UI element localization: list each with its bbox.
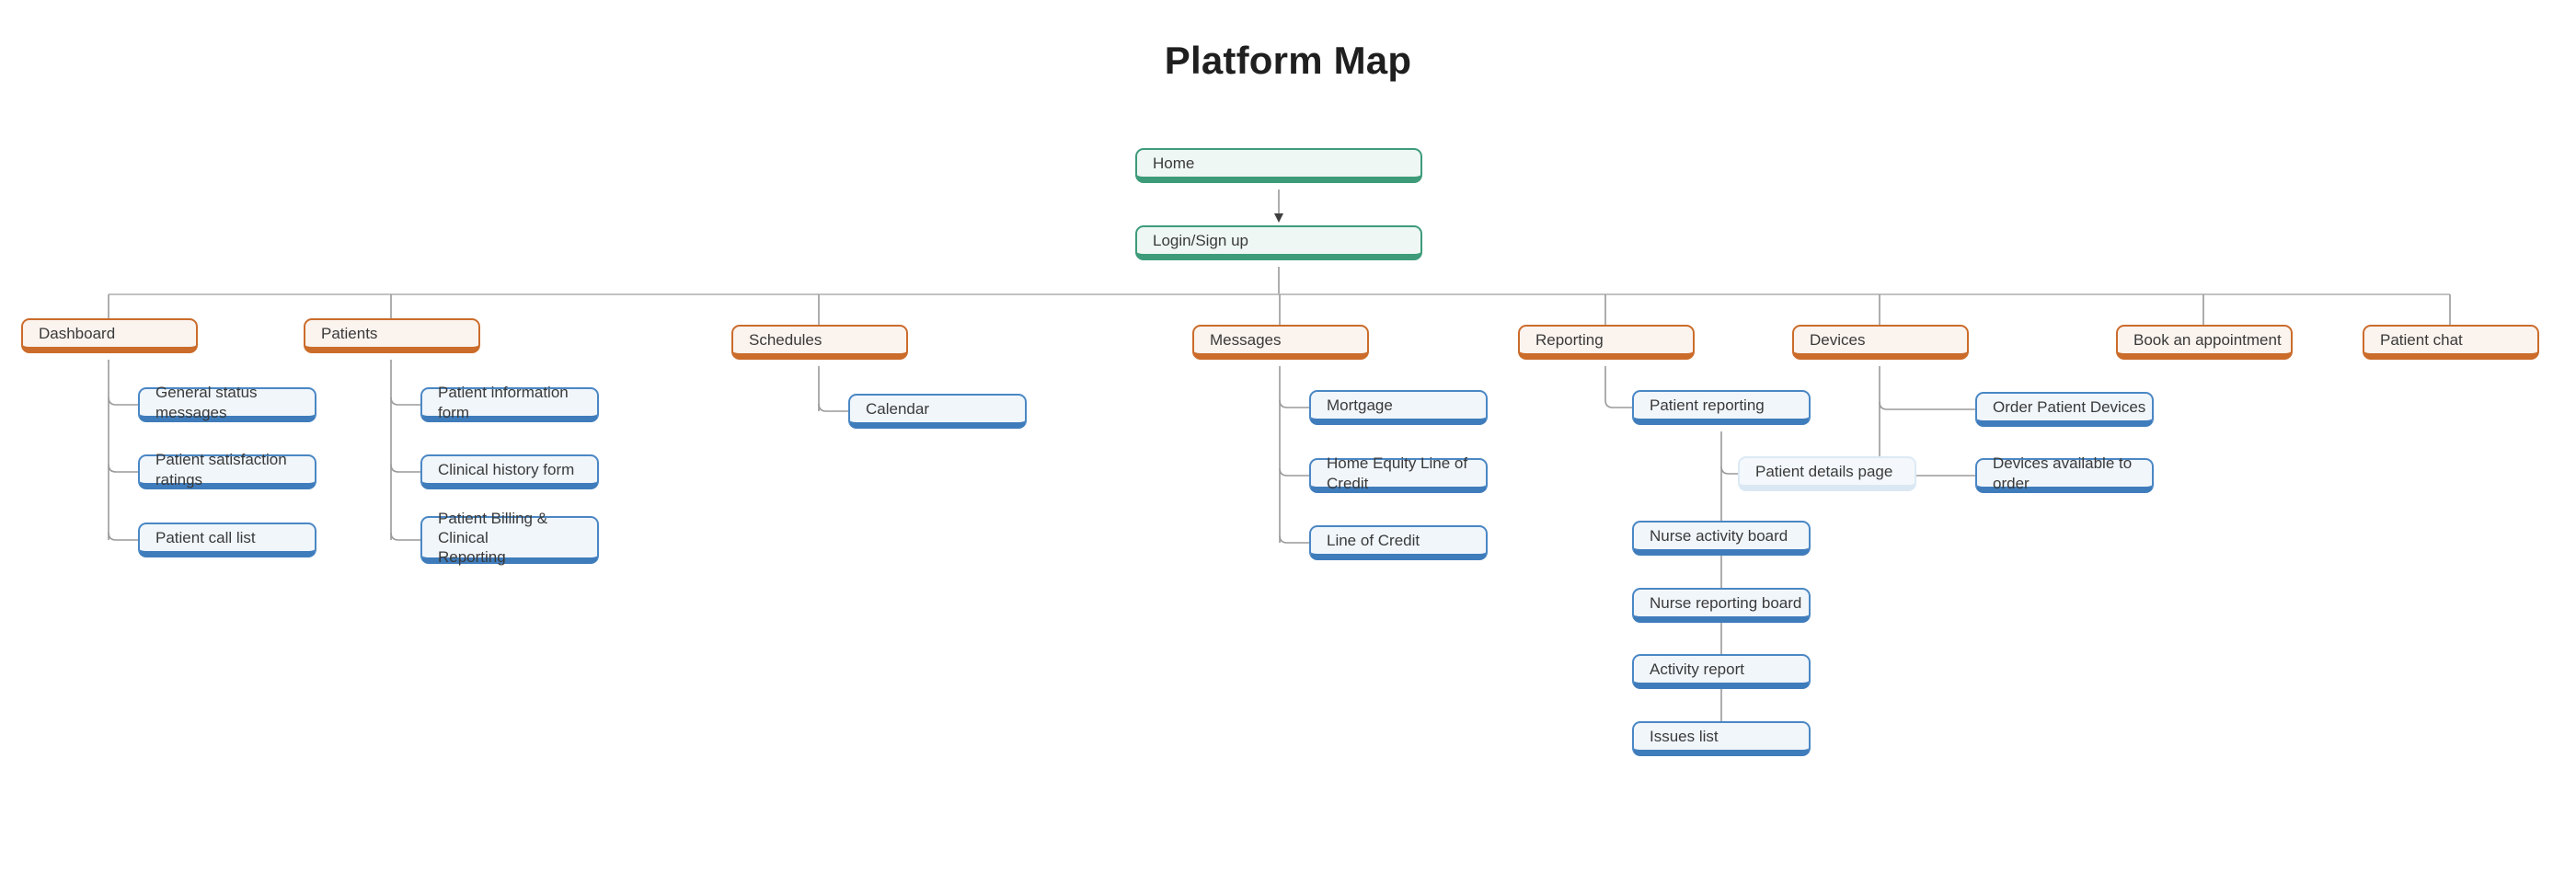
node-label: Devices available to order [1993, 454, 2133, 492]
node-label: Messages [1210, 330, 1282, 349]
page-title: Platform Map [1164, 39, 1412, 82]
node-label: Nurse activity board [1650, 526, 1788, 545]
root-node-home[interactable]: Home [1135, 148, 1422, 183]
node-label: Patient satisfaction ratings [155, 451, 287, 488]
leaf-node-patient-reporting[interactable]: Patient reporting [1632, 390, 1811, 425]
root-node-login[interactable]: Login/Sign up [1135, 225, 1422, 260]
node-label: Dashboard [39, 324, 116, 342]
leaf-node-general-status-messages[interactable]: General status messages [138, 384, 316, 422]
section-node-messages[interactable]: Messages [1192, 325, 1369, 360]
node-label: Patient chat [2380, 330, 2463, 349]
node-label: Activity report [1650, 660, 1744, 678]
node-label: Patients [321, 324, 378, 342]
node-label: Patient call list [155, 528, 256, 546]
node-label: Devices [1810, 330, 1866, 349]
section-node-book-an-appointment[interactable]: Book an appointment [2116, 325, 2293, 360]
leaf-node-clinical-history-form[interactable]: Clinical history form [420, 454, 599, 489]
section-node-patient-chat[interactable]: Patient chat [2363, 325, 2539, 360]
node-label: Line of Credit [1327, 531, 1420, 549]
node-label: Home [1153, 154, 1195, 172]
node-label: General status messages [155, 384, 258, 421]
node-label: Login/Sign up [1153, 231, 1248, 249]
leaf-node-order-patient-devices[interactable]: Order Patient Devices [1975, 392, 2154, 427]
leaf-node-patient-information-form[interactable]: Patient information form [420, 384, 599, 422]
leaf-node-patient-satisfaction-ratings[interactable]: Patient satisfaction ratings [138, 451, 316, 489]
node-label: Clinical history form [438, 460, 575, 478]
node-label: Reporting [1535, 330, 1604, 349]
section-node-dashboard[interactable]: Dashboard [21, 318, 198, 353]
leaf-node-nurse-reporting-board[interactable]: Nurse reporting board [1632, 588, 1811, 623]
section-node-schedules[interactable]: Schedules [731, 325, 908, 360]
leaf-node-line-of-credit[interactable]: Line of Credit [1309, 525, 1488, 560]
section-node-devices[interactable]: Devices [1792, 325, 1969, 360]
section-node-reporting[interactable]: Reporting [1518, 325, 1695, 360]
node-label: Patient information form [438, 384, 569, 421]
node-label: Patient Billing & Clinical Reporting [438, 509, 548, 567]
node-label: Calendar [866, 399, 929, 418]
node-label: Home Equity Line of Credit [1327, 454, 1468, 492]
leaf-node-patient-billing-clinical-reporting[interactable]: Patient Billing & Clinical Reporting [420, 510, 599, 566]
node-label: Book an appointment [2133, 330, 2282, 349]
leaf-node-issues-list[interactable]: Issues list [1632, 721, 1811, 756]
leaf-node-home-equity-line-of-credit[interactable]: Home Equity Line of Credit [1309, 454, 1488, 493]
node-label: Patient reporting [1650, 396, 1765, 414]
leaf-node-mortgage[interactable]: Mortgage [1309, 390, 1488, 425]
leaf-node-calendar[interactable]: Calendar [848, 394, 1027, 429]
node-label: Issues list [1650, 727, 1719, 745]
leaf-node-nurse-activity-board[interactable]: Nurse activity board [1632, 521, 1811, 556]
node-label: Order Patient Devices [1993, 397, 2146, 416]
leaf-node-activity-report[interactable]: Activity report [1632, 654, 1811, 689]
leaf-node-patient-details-page[interactable]: Patient details page [1738, 456, 1916, 491]
node-label: Schedules [749, 330, 822, 349]
node-label: Nurse reporting board [1650, 593, 1802, 612]
node-label: Patient details page [1755, 462, 1893, 480]
node-label: Mortgage [1327, 396, 1393, 414]
section-node-patients[interactable]: Patients [304, 318, 480, 353]
leaf-node-patient-call-list[interactable]: Patient call list [138, 523, 316, 557]
leaf-node-devices-available-to-order[interactable]: Devices available to order [1975, 454, 2154, 493]
